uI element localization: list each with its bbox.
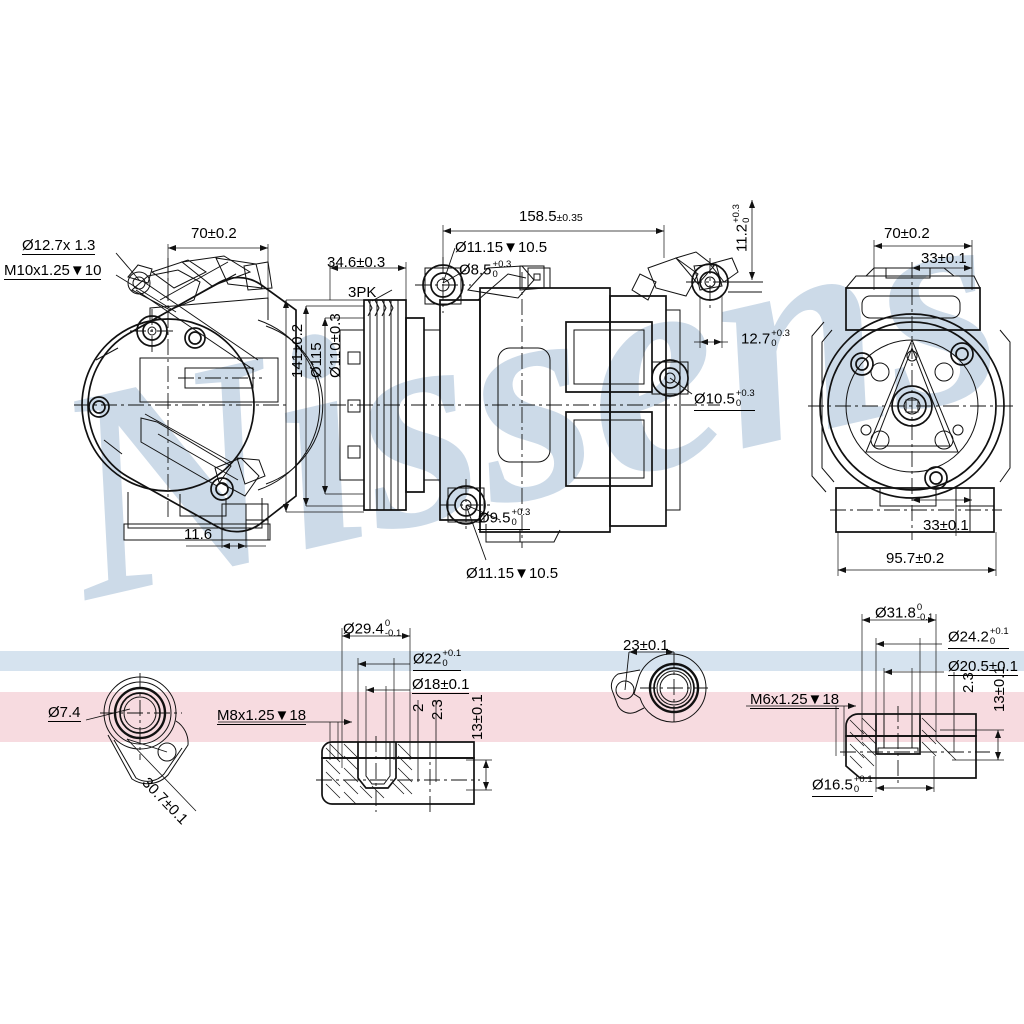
label-dia-115: Ø115 [308,342,325,378]
thread-m10-spec: M10x1.25 [4,262,70,279]
detail-port-section-m6 [746,614,1004,792]
label-dia-16-5: Ø16.5 +0.1 0 [812,774,873,797]
len-tol: ±0.35 [556,212,583,224]
thread-m10-depth: 10 [84,262,102,279]
tol-lower: -0.1 [916,611,934,623]
label-thread-m6: M6x1.25▼18 [750,691,840,709]
tol-lower: 0 [771,337,777,349]
bore-value: Ø8.5 [459,261,492,279]
tol-upper: +0.3 [771,328,790,339]
label-gap-2: 2 [410,703,427,712]
tol-upper: +0.3 [492,259,512,270]
side-view-left [74,256,323,540]
dia-value: Ø24.2 [948,628,989,646]
depth-symbol-icon: ▼ [807,691,823,708]
label-dia-29-4: Ø29.4 0 -0.1 [343,618,402,639]
tol-lower: 0 [492,268,498,280]
label-width-95-7: 95.7±0.2 [886,550,945,567]
label-height-11-6: 11.6 [184,526,213,543]
thread-m6-spec: M6x1.25 [750,691,808,708]
h-value: 11.2 [733,223,751,252]
thread-m6-depth: 18 [822,691,840,708]
label-thread-m10: M10x1.25▼10 [4,262,102,280]
tol-upper: +0.3 [511,507,531,518]
bore-value: Ø9.5 [478,509,511,527]
label-dia-24-2: Ø24.2 +0.1 0 [948,626,1009,649]
label-thread-m8: M8x1.25▼18 [217,707,307,725]
right-view-dimensions [838,240,996,576]
tol-lower: -0.1 [384,627,402,639]
background-band-blue [0,651,1024,671]
detail-port-section-m8 [218,628,492,812]
dia-value: Ø22 [413,650,442,668]
bore-value: Ø10.5 [694,390,735,408]
depth-symbol-icon: ▼ [514,565,529,582]
detail-mounting-eye [86,673,196,811]
label-thickness-13: 13±0.1 [469,694,486,740]
tol-lower: 0 [740,217,752,223]
tol-lower: 0 [853,783,860,795]
tol-upper: +0.1 [442,648,462,659]
label-width-33-bottom: 33±0.1 [923,517,969,534]
dia-value: Ø16.5 [812,776,853,794]
label-width-70-right: 70±0.2 [884,225,930,242]
dia-value: Ø29.4 [343,620,384,638]
tol-upper: +0.3 [735,388,755,399]
thread-m8-spec: M8x1.25 [217,707,275,724]
bore-value: Ø11.15 [466,565,515,582]
label-width-12-7: 12.7 +0.3 0 [741,328,790,349]
label-gap-2-3: 2.3 [429,699,446,720]
label-dia-31-8: Ø31.8 0 -0.1 [875,602,934,623]
dia-value: Ø31.8 [875,604,916,622]
end-view-right [808,262,1016,540]
label-distance-23: 23±0.1 [623,637,669,654]
label-bore-10-5: Ø10.5 +0.3 0 [694,388,755,411]
label-gap-2-3-right: 2.3 [960,672,977,693]
label-dia-20-5: Ø20.5±0.1 [948,658,1018,676]
label-offset-34-6: 34.6±0.3 [327,254,386,271]
detail-port-face [611,649,708,724]
label-bore-7-4: Ø7.4 [48,704,81,722]
tol-upper: +0.1 [853,774,873,785]
depth-symbol-icon: ▼ [69,262,85,279]
label-belt-3pk: 3PK [348,284,377,301]
thread-m8-depth: 18 [289,707,307,724]
tol-upper: 0 [384,618,391,629]
bore-depth: 10.5 [528,565,559,582]
tol-lower: 0 [442,657,448,669]
label-bore-11-15-lower: Ø11.15▼10.5 [466,566,558,581]
bore-value: Ø11.15 [455,239,504,256]
front-section-view [330,252,722,548]
label-bore-8-5: Ø8.5 +0.3 0 [459,259,512,280]
label-bore-12-7: Ø12.7x 1.3 [22,237,96,255]
tol-upper: +0.1 [989,626,1009,637]
label-width-33-top: 33±0.1 [921,250,967,267]
bore-depth: 10.5 [517,239,548,256]
label-width-70-left: 70±0.2 [191,225,237,242]
tol-lower: 0 [511,516,517,528]
label-thickness-13-right: 13±0.1 [991,666,1008,712]
label-length-158-5: 158.5±0.35 [519,209,583,224]
label-dia-141: 141±0.2 [289,323,306,378]
len-value: 158.5 [519,208,557,225]
left-view-dimensions [116,244,268,549]
label-bore-9-5: Ø9.5 +0.3 0 [478,507,531,530]
tol-upper: 0 [916,602,923,613]
label-bore-11-15-upper: Ø11.15▼10.5 [455,240,547,255]
tol-lower: 0 [735,397,742,409]
tol-lower: 0 [989,635,996,647]
front-view-dimensions [283,225,664,560]
depth-symbol-icon: ▼ [503,239,518,256]
label-dia-22: Ø22 +0.1 0 [413,648,462,671]
label-dia-110: Ø110±0.3 [327,313,344,378]
label-height-11-2: 11.2 +0.3 0 [731,204,752,252]
label-dia-18: Ø18±0.1 [412,676,470,694]
depth-symbol-icon: ▼ [274,707,290,724]
boss-detail-right [670,200,766,394]
w-value: 12.7 [741,330,771,348]
